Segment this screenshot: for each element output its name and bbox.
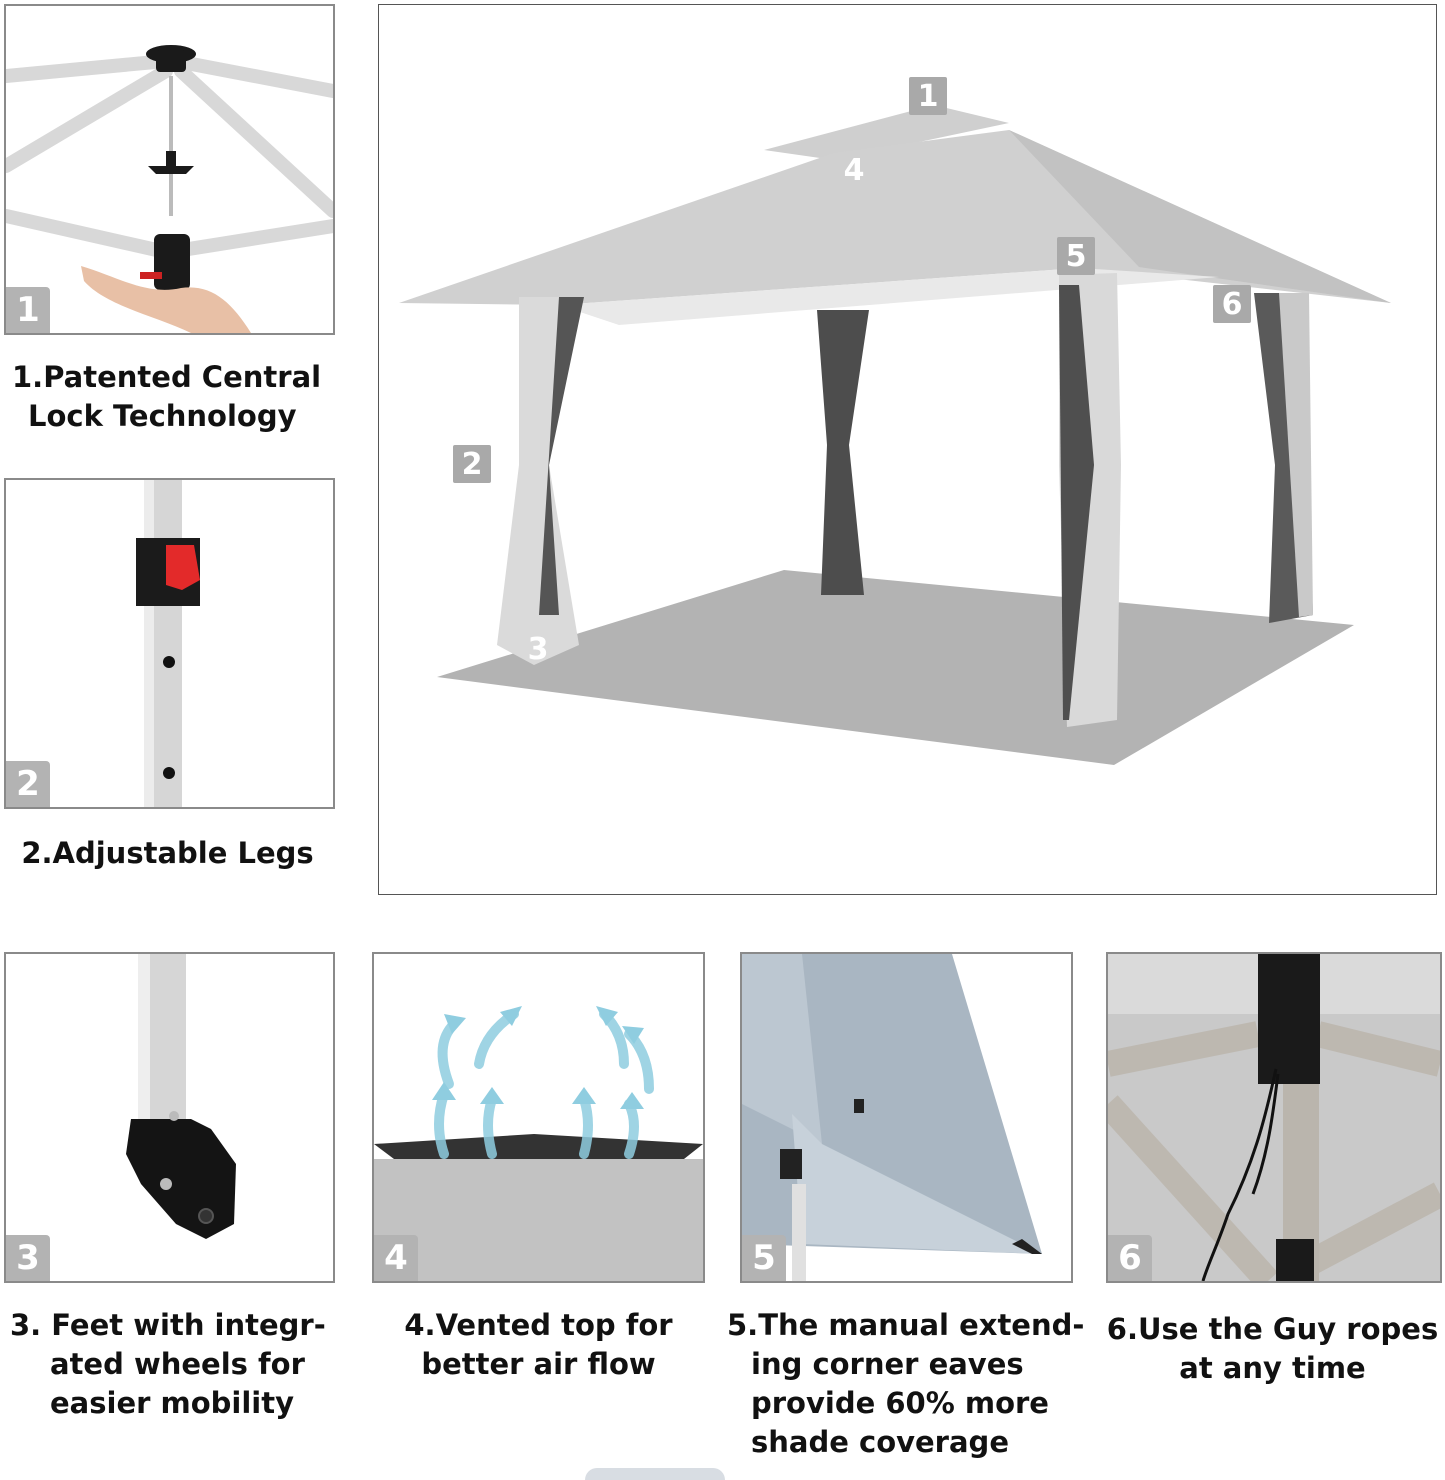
feature-4-badge: 4 [374,1235,418,1281]
feature-1-image: 1 [4,4,335,335]
feature-6-badge: 6 [1108,1235,1152,1281]
feature-5-badge: 5 [742,1235,786,1281]
feature-6-image: 6 [1106,952,1442,1283]
gazebo-icon [399,105,1391,765]
feature-4-image: 4 [372,952,705,1283]
feature-3-image: 3 [4,952,335,1283]
feature-3-caption: 3. Feet with integr- ated wheels for eas… [10,1308,326,1420]
feature-1-badge: 1 [6,287,50,333]
bottom-canopy-fragment [585,1468,725,1480]
feature-2-image: 2 [4,478,335,809]
callout-3: 3 [527,631,549,667]
wheeled-foot-icon [126,954,236,1239]
feature-1-caption: 1.Patented Central Lock Technology [12,360,322,433]
feature-6-caption: 6.Use the Guy ropes at any time [1106,1312,1439,1385]
vented-top-airflow-icon [374,1006,703,1281]
adjustable-leg-icon [136,480,200,807]
callout-4: 4 [843,152,865,188]
callout-2: 2 [453,445,491,483]
feature-2-badge: 2 [6,761,50,807]
main-gazebo-image: 1 4 5 6 2 3 [378,4,1437,895]
callout-5: 5 [1057,237,1095,275]
feature-2-caption: 2.Adjustable Legs [21,836,314,870]
corner-eave-icon [742,954,1071,1281]
feature-5-caption: 5.The manual extend- ing corner eaves pr… [727,1308,1085,1459]
feature-3-badge: 3 [6,1235,50,1281]
feature-5-image: 5 [740,952,1073,1283]
guy-rope-icon [1108,954,1440,1281]
callout-1: 1 [909,77,947,115]
central-lock-hub-icon [6,45,333,333]
feature-4-caption: 4.Vented top for better air flow [404,1308,673,1381]
callout-6: 6 [1213,285,1251,323]
